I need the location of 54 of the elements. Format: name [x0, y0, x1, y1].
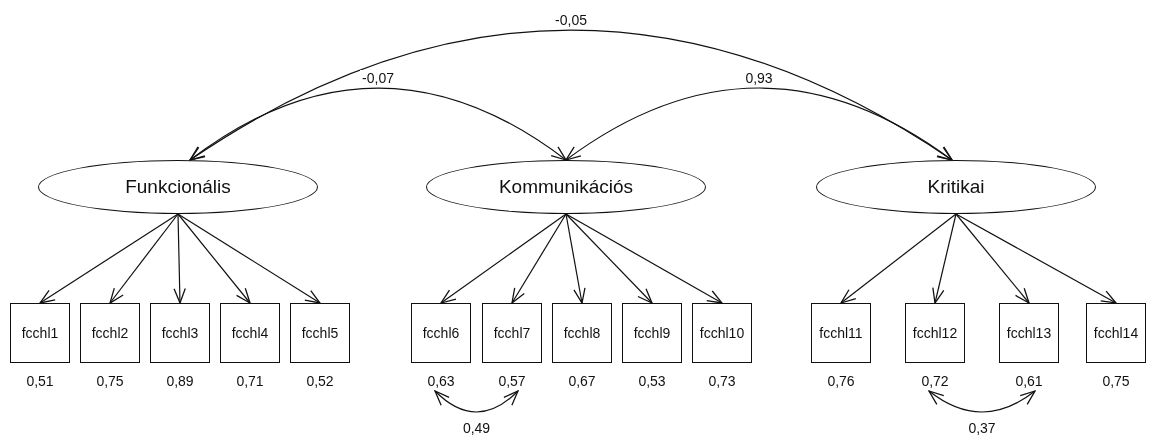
edge-label: 0,37 — [966, 420, 998, 436]
loading-arrow — [932, 213, 957, 304]
residual-value: 0,89 — [166, 373, 194, 389]
loading-arrow — [840, 213, 957, 304]
indicator-box: fcchl12 — [905, 303, 965, 363]
edge-label: -0,05 — [553, 12, 589, 28]
edge-label: 0,49 — [460, 420, 493, 436]
indicator-box: fcchl7 — [482, 303, 542, 363]
loading-arrow — [109, 213, 179, 304]
loading-arrow — [440, 213, 567, 304]
indicator-box: fcchl13 — [999, 303, 1059, 363]
loading-arrow — [565, 213, 653, 304]
indicator-box: fcchl14 — [1086, 303, 1146, 363]
covariance-arrow — [434, 390, 519, 413]
indicator-box: fcchl3 — [150, 303, 210, 363]
residual-value: 0,63 — [427, 373, 455, 389]
edge-label: -0,07 — [360, 70, 396, 86]
covariance-arrow — [565, 87, 953, 161]
residual-value: 0,61 — [1015, 373, 1043, 389]
loading-arrow — [511, 213, 567, 304]
residual-value: 0,71 — [236, 373, 264, 389]
loading-arrow — [173, 213, 186, 304]
factor-label: Funkcionális — [125, 176, 231, 198]
indicator-box: fcchl6 — [411, 303, 471, 363]
loading-arrow — [565, 213, 723, 304]
factor-label: Kommunikációs — [498, 176, 634, 198]
loading-arrow — [565, 213, 586, 304]
residual-value: 0,75 — [96, 373, 124, 389]
indicator-box: fcchl10 — [692, 303, 752, 363]
indicator-box: fcchl9 — [622, 303, 682, 363]
loading-arrow — [177, 213, 321, 304]
residual-value: 0,76 — [827, 373, 855, 389]
residual-value: 0,57 — [498, 373, 526, 389]
residual-value: 0,53 — [638, 373, 666, 389]
loading-arrow — [177, 213, 251, 304]
residual-value: 0,75 — [1102, 373, 1130, 389]
factor-label: Kritikai — [927, 176, 985, 198]
residual-value: 0,67 — [568, 373, 596, 389]
loading-arrow — [955, 213, 1030, 304]
residual-value: 0,52 — [306, 373, 334, 389]
indicator-box: fcchl11 — [811, 303, 871, 363]
residual-value: 0,73 — [708, 373, 736, 389]
loading-arrow — [955, 213, 1117, 304]
residual-value: 0,51 — [26, 373, 54, 389]
edge-label: 0,93 — [743, 70, 775, 86]
covariance-arrow — [189, 87, 567, 161]
indicator-box: fcchl1 — [10, 303, 70, 363]
loading-arrow — [39, 213, 179, 304]
indicator-box: fcchl8 — [552, 303, 612, 363]
covariance-arrow — [928, 390, 1036, 413]
indicator-box: fcchl5 — [290, 303, 350, 363]
residual-value: 0,72 — [921, 373, 949, 389]
indicator-box: fcchl4 — [220, 303, 280, 363]
indicator-box: fcchl2 — [80, 303, 140, 363]
